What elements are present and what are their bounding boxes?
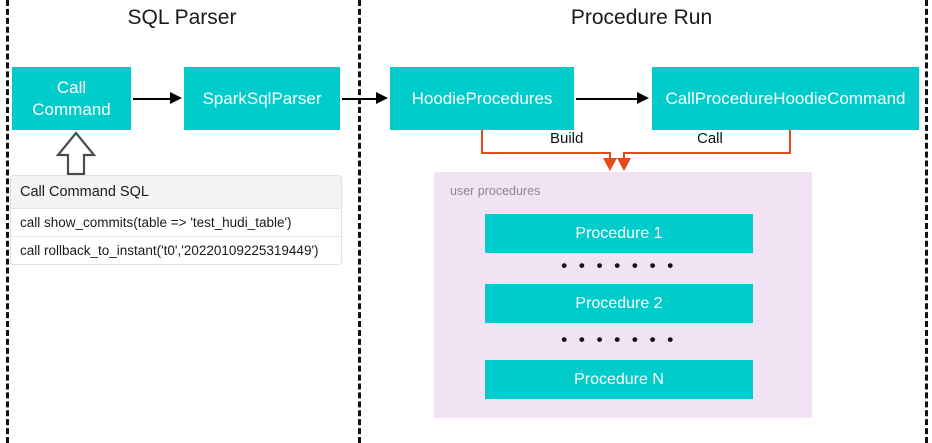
user-procedures-panel: user procedures Procedure 1 • • • • • • … bbox=[434, 172, 812, 418]
arrow-right-icon bbox=[376, 92, 388, 104]
procedure-item[interactable]: Procedure N bbox=[485, 360, 753, 399]
section-title-procedure-run: Procedure Run bbox=[570, 6, 713, 29]
edge-label-build: Build bbox=[546, 130, 588, 147]
sql-table-row: call show_commits(table => 'test_hudi_ta… bbox=[11, 209, 341, 237]
ellipsis-separator: • • • • • • • bbox=[561, 256, 677, 275]
call-connector-horizontal bbox=[623, 152, 791, 154]
build-connector-vertical bbox=[481, 130, 483, 154]
arrow-right-icon bbox=[637, 92, 649, 104]
arrow-parser-to-hoodie-procedures-line bbox=[342, 98, 378, 100]
call-connector-vertical bbox=[789, 130, 791, 154]
user-procedures-label: user procedures bbox=[450, 184, 541, 198]
node-call-procedure-hoodie-command[interactable]: CallProcedureHoodieCommand bbox=[652, 67, 919, 130]
arrow-hoodie-procedures-to-command-line bbox=[576, 98, 638, 100]
divider-left bbox=[6, 0, 9, 443]
procedure-item[interactable]: Procedure 2 bbox=[485, 284, 753, 323]
build-connector-horizontal bbox=[481, 152, 611, 154]
divider-middle bbox=[358, 0, 361, 443]
sql-table-header: Call Command SQL bbox=[11, 176, 341, 209]
arrow-down-icon bbox=[617, 158, 631, 171]
call-connector-drop bbox=[623, 152, 625, 160]
edge-label-call: Call bbox=[693, 130, 727, 147]
call-command-sql-table: Call Command SQL call show_commits(table… bbox=[10, 175, 342, 265]
ellipsis-separator: • • • • • • • bbox=[561, 330, 677, 349]
build-connector-drop bbox=[609, 152, 611, 160]
node-spark-sql-parser[interactable]: SparkSqlParser bbox=[184, 67, 340, 130]
arrow-call-command-to-parser-line bbox=[133, 98, 172, 100]
node-hoodie-procedures[interactable]: HoodieProcedures bbox=[390, 67, 574, 130]
arrow-down-icon bbox=[603, 158, 617, 171]
arrow-right-icon bbox=[170, 92, 182, 104]
procedure-item[interactable]: Procedure 1 bbox=[485, 214, 753, 253]
divider-right bbox=[925, 0, 928, 443]
node-call-command[interactable]: Call Command bbox=[12, 67, 131, 130]
sql-table-row: call rollback_to_instant('t0','202201092… bbox=[11, 237, 341, 264]
arrow-up-outline-icon bbox=[56, 131, 96, 175]
section-title-sql-parser: SQL Parser bbox=[127, 6, 237, 29]
